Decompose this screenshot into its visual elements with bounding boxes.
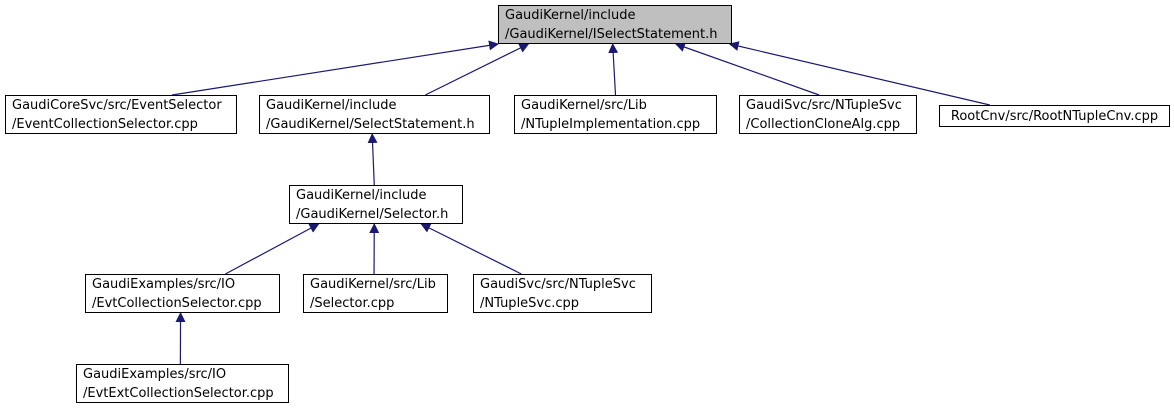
- node-collectionclonealg-cpp[interactable]: GaudiSvc/src/NTupleSvc /CollectionCloneA…: [739, 95, 917, 134]
- node-ntupleimplementation-cpp[interactable]: GaudiKernel/src/Lib /NTupleImplementatio…: [514, 95, 717, 134]
- node-line: /CollectionCloneAlg.cpp: [746, 116, 901, 132]
- node-line: GaudiKernel/include: [505, 7, 636, 23]
- node-line: /NTupleSvc.cpp: [480, 295, 580, 311]
- edge-n5-to-n0: [728, 41, 990, 106]
- node-selector-h[interactable]: GaudiKernel/include /GaudiKernel/Selecto…: [289, 185, 463, 224]
- node-line: GaudiKernel/include: [266, 97, 397, 113]
- edge-n9-to-n6: [420, 223, 522, 275]
- node-line: GaudiSvc/src/NTupleSvc: [480, 276, 636, 292]
- node-line: GaudiSvc/src/NTupleSvc: [746, 97, 902, 113]
- edge-n2-to-n0: [425, 43, 530, 96]
- node-line: /Selector.cpp: [310, 295, 395, 311]
- node-evtextcollectionselector-cpp[interactable]: GaudiExamples/src/IO /EvtExtCollectionSe…: [76, 364, 289, 403]
- edge-n6-to-n2: [367, 133, 378, 186]
- node-line: /GaudiKernel/ISelectStatement.h: [505, 26, 718, 42]
- node-line: GaudiKernel/src/Lib: [521, 97, 647, 113]
- node-rootntuplecnv-cpp[interactable]: RootCnv/src/RootNTupleCnv.cpp: [939, 105, 1170, 127]
- node-line: /GaudiKernel/SelectStatement.h: [266, 116, 475, 132]
- node-line: /EvtExtCollectionSelector.cpp: [83, 385, 274, 401]
- edge-n4-to-n0: [674, 42, 820, 96]
- node-line: GaudiKernel/src/Lib: [310, 276, 436, 292]
- node-eventcollectionselector-cpp[interactable]: GaudiCoreSvc/src/EventSelector /EventCol…: [5, 95, 237, 134]
- node-line: /EvtCollectionSelector.cpp: [92, 295, 262, 311]
- node-ntuplesvc-cpp[interactable]: GaudiSvc/src/NTupleSvc /NTupleSvc.cpp: [473, 274, 652, 313]
- node-line: /EventCollectionSelector.cpp: [12, 116, 198, 132]
- node-line: /NTupleImplementation.cpp: [521, 116, 701, 132]
- edge-n3-to-n0: [608, 43, 619, 96]
- node-selector-cpp[interactable]: GaudiKernel/src/Lib /Selector.cpp: [303, 274, 448, 313]
- node-iselectstatement-h[interactable]: GaudiKernel/include /GaudiKernel/ISelect…: [498, 5, 732, 44]
- node-line: RootCnv/src/RootNTupleCnv.cpp: [950, 108, 1159, 124]
- node-line: /GaudiKernel/Selector.h: [296, 206, 449, 222]
- node-line: GaudiExamples/src/IO: [92, 276, 236, 292]
- edge-n7-to-n6: [225, 223, 320, 275]
- node-line: GaudiExamples/src/IO: [83, 366, 227, 382]
- edge-n1-to-n0: [171, 40, 499, 96]
- node-selectstatement-h[interactable]: GaudiKernel/include /GaudiKernel/SelectS…: [259, 95, 490, 134]
- node-line: GaudiCoreSvc/src/EventSelector: [12, 97, 222, 113]
- node-evtcollectionselector-cpp[interactable]: GaudiExamples/src/IO /EvtCollectionSelec…: [85, 274, 280, 313]
- node-line: GaudiKernel/include: [296, 187, 427, 203]
